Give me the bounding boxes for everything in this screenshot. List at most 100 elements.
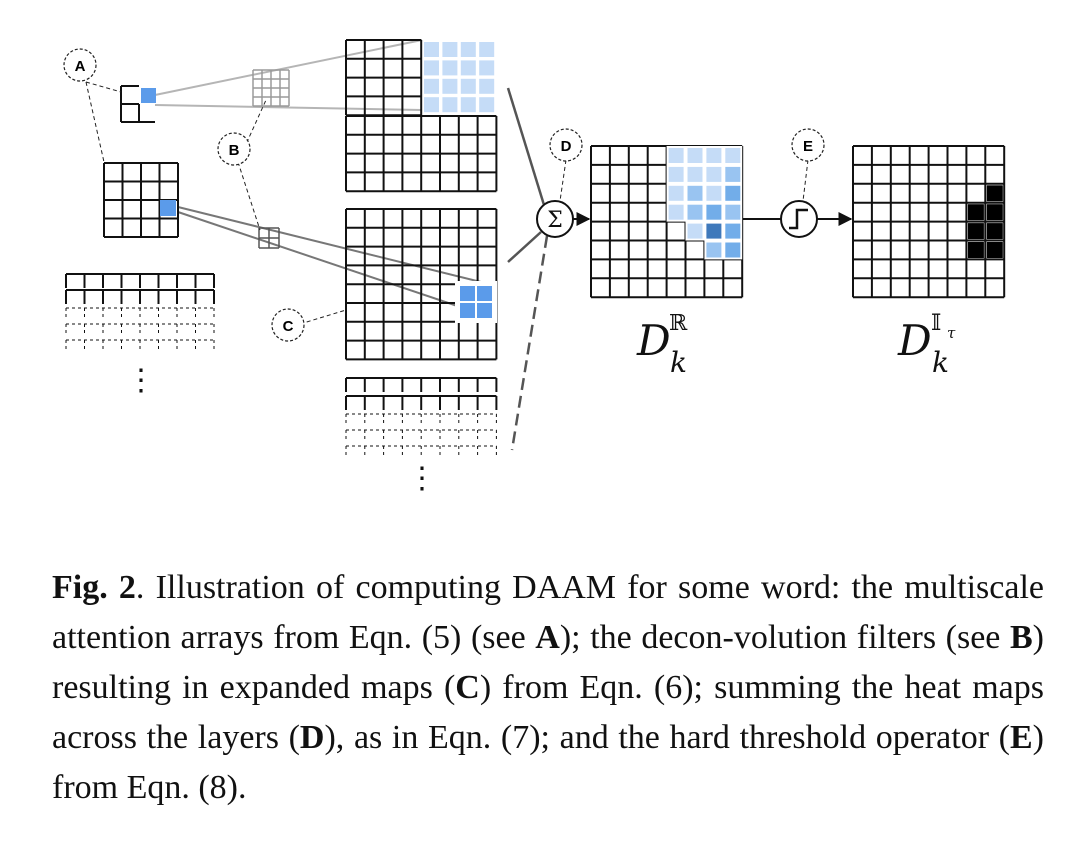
caption-bold-ref: E [1009,719,1033,756]
layer-strip-faded [65,307,215,320]
attention-grids [103,39,1006,361]
binary-cell [986,242,1003,258]
real-heat-cell [687,223,703,239]
real-heat-cell [706,166,722,182]
expanded-heat-cell [460,303,475,318]
callout-a: A [63,48,97,82]
real-heat-cell [668,204,684,220]
binary-cell [986,223,1003,240]
binary-sup: 𝕀 [931,311,941,336]
caption-segment: ) resulting in expanded maps ( [52,619,1044,706]
sum-symbol: Σ [547,208,563,233]
real-sub: k [670,346,687,379]
caption-segment: ), as in Eqn. (7); and the hard threshol… [324,719,1010,756]
layer-strip [65,289,215,304]
real-heat-cell [706,148,722,163]
real-heat-cell [668,166,684,182]
expanded-heat-cell [479,78,495,94]
expanded-heat-cell [477,286,492,301]
layer-strip-faded [345,429,497,442]
label-b: B [229,142,240,159]
expanded-heat-cell [460,42,476,57]
layer-to-sum-line [507,231,542,263]
real-heat-cell [687,166,703,182]
binary-base: D [897,316,932,365]
projection-line [154,39,423,96]
real-heat-cell [687,204,703,220]
real-heat-cell [668,148,684,163]
layer-strip-faded [345,413,497,426]
sum-node: Σ [536,200,574,238]
real-heat-cell [706,223,722,239]
expanded-heat-cell [479,97,495,113]
layer-strip-faded [65,323,215,336]
real-heat-cell [725,242,741,258]
caption-bold-ref: A [535,619,560,656]
real-heat-cell [668,185,684,201]
threshold-node [780,200,818,238]
binary-heatmap-label: D k 𝕀 τ [897,311,956,379]
expanded-heat-cell [424,78,439,94]
expanded-heat-cell [424,97,439,113]
layer-stacks [65,273,498,456]
deconv-filter-large [252,69,290,107]
projection-line [154,104,423,111]
caption-bold-ref: C [455,669,480,706]
binary-sub: k [932,346,949,379]
real-heat-cell [687,185,703,201]
label-d: D [561,138,572,155]
real-sup: ℝ [669,311,688,336]
binary-cell [967,204,984,221]
expanded-heat-cell [460,60,476,76]
layer-to-sum-line [510,235,549,451]
ellipsis-middle: ⋮ [407,461,437,496]
layer-strip-faded [65,339,215,350]
expanded-heat-cell [442,97,458,113]
label-a: A [75,58,86,75]
real-heat-cell [706,242,722,258]
caption-segment: . Illustration of computing DAAM for som… [52,569,1045,656]
expanded-heat-cell [424,42,439,57]
callout-c: C [271,308,305,342]
callout-b: B [217,132,251,166]
deconv-filter-small [258,227,280,249]
small-attention-array [120,85,155,123]
binary-map-grid [852,145,1006,299]
layer-strip [65,273,215,288]
daam-figure: Σ A B C D E ⋮ ⋮ D [63,39,1006,496]
medium-attention-array [103,162,179,238]
binary-sup-sub: τ [947,324,956,342]
caption-text: . Illustration of computing DAAM for som… [52,569,1044,806]
label-e: E [803,138,813,155]
expanded-heat-cell [442,60,458,76]
step-function-icon [789,208,808,230]
callout-e: E [791,128,825,162]
expanded-heat-cell [479,42,495,57]
attention-cell [141,88,156,103]
binary-cell [986,204,1003,221]
caption-segment: ) from Eqn. (8). [52,719,1044,806]
binary-cell [986,185,1003,202]
heat-cells [141,42,1003,323]
real-heat-cell [725,148,741,163]
caption-segment: ) from Eqn. (6); summing the heat maps a… [52,669,1045,756]
layer-strip [345,377,498,392]
real-heat-cell [725,166,741,182]
real-heat-cell [706,185,722,201]
caption-bold-ref: D [299,719,325,756]
real-heatmap-label: D k ℝ [636,311,688,379]
figure-caption: Fig. 2. Illustration of computing DAAM f… [52,563,1044,813]
connector-lines [154,39,549,451]
layer-strip [345,395,498,410]
caption-segment: ); the decon-volution filters (see [559,619,1010,656]
expanded-heat-cell [442,78,458,94]
expanded-heat-cell [442,42,458,57]
callout-d: D [549,128,583,162]
expanded-heat-cell [477,303,492,318]
dashed-leaders [85,81,809,325]
real-base: D [636,316,671,365]
figure-label: Fig. 2 [52,569,136,606]
expanded-map-top-upper [345,39,423,117]
label-c: C [283,318,294,335]
expanded-heat-cell [460,78,476,94]
